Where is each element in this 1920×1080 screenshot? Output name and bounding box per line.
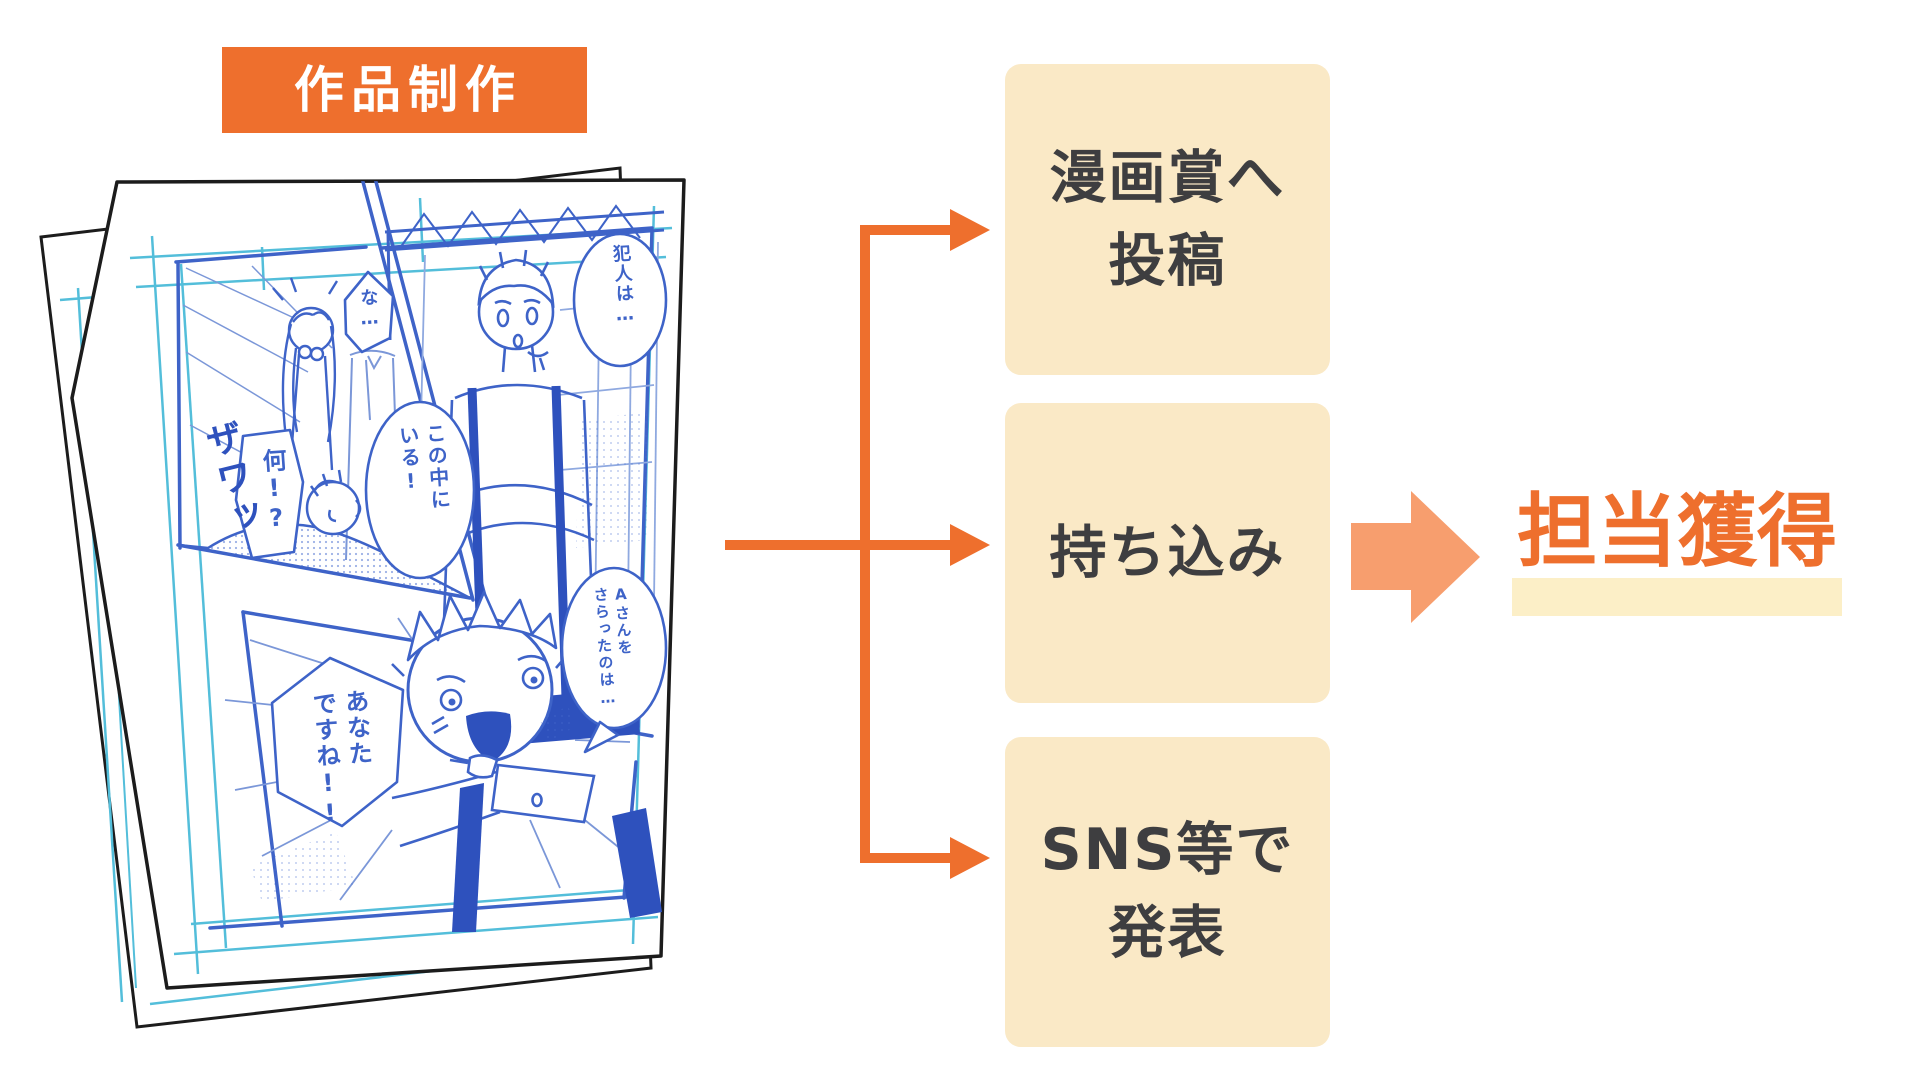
flow-box-mochikomi-line1: 持ち込み bbox=[1049, 519, 1286, 586]
flow-box-sns: SNS等で 発表 bbox=[1005, 737, 1330, 1047]
flow-box-manga-award-line1: 漫画賞へ bbox=[1049, 144, 1286, 211]
speech-bubbles bbox=[234, 232, 668, 828]
arrowhead-bottom-icon bbox=[950, 837, 990, 879]
result-underline-band bbox=[1512, 578, 1842, 616]
flow-box-sns-line1: SNS等で bbox=[1040, 817, 1295, 884]
result-label: 担当獲得 bbox=[1517, 485, 1837, 578]
flow-box-sns-line2: 発表 bbox=[1108, 900, 1227, 966]
speech-bubble-text-na: な… bbox=[356, 287, 381, 332]
flow-box-mochikomi: 持ち込み bbox=[1005, 403, 1330, 703]
flow-box-manga-award: 漫画賞へ 投稿 bbox=[1005, 64, 1330, 375]
speech-bubble-text-kononaka: この中に いる! bbox=[394, 422, 453, 512]
flow-box-manga-award-line2: 投稿 bbox=[1108, 227, 1227, 294]
arrowhead-middle-icon bbox=[950, 524, 990, 566]
speech-bubble-text-asan: Aさんを さらったのは… bbox=[591, 584, 635, 710]
title-badge-label: 作品制作 bbox=[294, 61, 522, 119]
speech-bubble-text-anata: あなた ですね!! bbox=[307, 688, 374, 830]
title-badge: 作品制作 bbox=[222, 47, 587, 133]
result-arrow-icon bbox=[1351, 491, 1480, 623]
arrowhead-top-icon bbox=[950, 209, 990, 251]
connector-arrows bbox=[725, 209, 990, 879]
